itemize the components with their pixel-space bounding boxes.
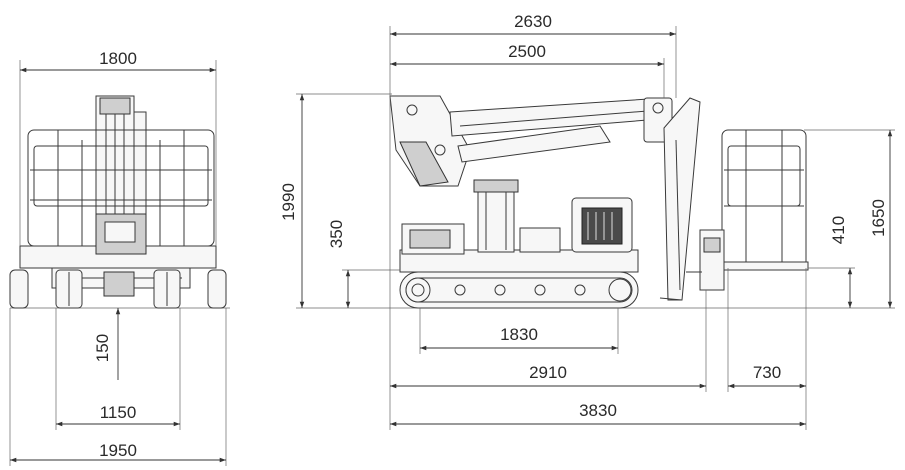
side-view: 2630 2500 1990 350 1650 410 1830 2910 bbox=[279, 12, 895, 430]
dim-length-top-outer: 2630 bbox=[514, 12, 552, 31]
front-view: 1800 150 1150 1950 bbox=[9, 49, 230, 466]
dim-width-top: 1800 bbox=[99, 49, 137, 68]
dim-base-length: 2910 bbox=[529, 363, 567, 382]
dim-track-length: 1830 bbox=[500, 325, 538, 344]
dim-total-length: 3830 bbox=[579, 401, 617, 420]
dim-deck-height: 350 bbox=[327, 220, 346, 248]
dim-length-top-inner: 2500 bbox=[508, 42, 546, 61]
dim-basket-height: 1650 bbox=[869, 199, 888, 237]
dim-total-height: 1990 bbox=[279, 183, 298, 221]
dim-width-bottom: 1950 bbox=[99, 441, 137, 460]
dim-ground-clearance: 150 bbox=[93, 334, 112, 362]
dim-basket-length: 730 bbox=[753, 363, 781, 382]
dim-track-gauge: 1150 bbox=[100, 403, 137, 422]
dim-basket-floor-height: 410 bbox=[829, 216, 848, 244]
